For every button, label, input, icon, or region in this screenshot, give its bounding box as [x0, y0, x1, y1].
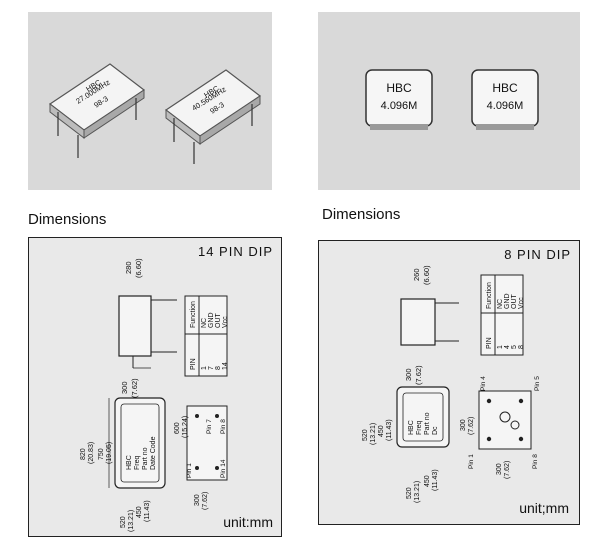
dip14-inner-length: 750 [98, 448, 105, 460]
dip8-unit: unit;mm [519, 500, 569, 516]
dip14-height-label: 280 [124, 261, 133, 274]
dip8-span: 300 [460, 419, 467, 431]
dip8-bottom-view: Pin 4 Pin 5 Pin 1 Pin 8 300 (7.62) 300 (… [460, 376, 541, 479]
dip14-pin8-label: Pin 8 [220, 419, 227, 434]
chip8-2-frequency: 4.096M [487, 100, 524, 112]
dip14-pin14-label: Pin 14 [220, 459, 227, 478]
dip14-pin-3: 8 [215, 366, 222, 370]
dip14-length: 820 [80, 448, 87, 460]
dip14-func-4: Vcc [222, 316, 229, 328]
dip14-width-mm: (13.21) [128, 510, 135, 532]
dip8-func-3: OUT [511, 294, 518, 310]
dimensions-heading-14pin: Dimensions [28, 211, 107, 228]
dip14-func-3: OUT [215, 313, 222, 329]
dip8-length: 520 [362, 429, 369, 441]
dip14-inner-length-mm: (19.05) [106, 442, 113, 464]
dip14-dimension-panel: 14 PIN DIP unit:mm 280 (6.60) 300 (7.62)… [28, 237, 282, 537]
oscillator-chip-2: HBC 40.560MHz 98-3 [164, 69, 262, 164]
dip8-func-2: GND [504, 293, 511, 309]
dip14-func-2: GND [208, 312, 215, 328]
dip8-function-table: Function PIN NC GND OUT Vcc 1 4 5 8 [480, 274, 525, 356]
dip8-pitch-label: 300 [404, 368, 413, 381]
dip14-length-mm: (20.83) [88, 442, 95, 464]
dip8-inner-length: 450 [378, 425, 385, 437]
chip8-2-brand: HBC [492, 81, 518, 95]
dip14-func-1: NC [201, 318, 208, 328]
dip8-bottom-pitch-mm: (7.62) [504, 461, 511, 479]
oscillator-photo-illustration: HBC 27.000MHz 98-3 HBC 40.560MHz 98-3 [48, 63, 262, 164]
dip8-inner-length-mm: (11.43) [386, 419, 393, 441]
dip8-marking-3: Part no [424, 412, 431, 435]
dip14-inner-width: 450 [136, 506, 143, 518]
dip8-pin5-label: Pin 5 [534, 376, 541, 391]
dip8-top-view: HBC Freq Part no Dc 520 (13.21) 450 (11.… [362, 386, 450, 503]
dip8-table-head-function: Function [486, 282, 493, 309]
dip8-height-mm: (6.60) [422, 265, 431, 285]
dip8-pin-1: 1 [497, 345, 504, 349]
dip8-pin-4: 8 [518, 345, 525, 349]
dip8-side-view: 260 (6.60) 300 (7.62) [400, 265, 459, 385]
dip14-span-mm: (15.24) [182, 416, 189, 438]
dip8-pin-3: 5 [511, 345, 518, 349]
dip14-marking-2: Freq [134, 456, 141, 471]
dip14-marking-3: Part no [142, 447, 149, 470]
dip14-pin-2: 7 [208, 366, 215, 370]
dip14-bottom-pitch-mm: (7.62) [202, 492, 209, 510]
dip8-width-mm: (13.21) [414, 481, 421, 503]
dip8-height-label: 260 [412, 268, 421, 281]
dip8-pin8-label: Pin 8 [532, 454, 539, 469]
dip8-inner-width: 450 [424, 475, 431, 487]
dip8-dimension-panel: 8 PIN DIP unit;mm 260 (6.60) 300 (7.62) … [318, 240, 580, 525]
dip14-title: 14 PIN DIP [197, 244, 273, 259]
dip8-marking-4: Dc [432, 426, 439, 435]
oscillator-8pin-chip-2: HBC 4.096M [471, 69, 539, 130]
dip8-drawing: 260 (6.60) 300 (7.62) Function PIN NC GN… [362, 265, 541, 503]
dip14-table-head-pin: PIN [190, 358, 197, 370]
dip14-pitch-label: 300 [120, 381, 129, 394]
dip8-pin-2: 4 [504, 345, 511, 349]
dip8-title: 8 PIN DIP [504, 247, 571, 262]
photo-crystal-oscillators-14pin: HBC 27.000MHz 98-3 HBC 40.560MHz 98-3 [28, 12, 272, 190]
dip8-pitch-mm: (7.62) [414, 365, 423, 385]
dip14-pin1-label: Pin 1 [186, 463, 193, 478]
dip14-marking-1: HBC [126, 455, 133, 470]
oscillator-8pin-photo-illustration: HBC 4.096M HBC 4.096M [365, 69, 539, 130]
photo-crystal-oscillators-8pin: HBC 4.096M HBC 4.096M [318, 12, 580, 190]
dip14-pin-1: 1 [201, 366, 208, 370]
dip8-width: 520 [406, 487, 413, 499]
dip8-marking-1: HBC [408, 420, 415, 435]
dip8-marking-2: Freq [416, 421, 423, 436]
dip8-span-mm: (7.62) [468, 417, 475, 435]
dip14-span: 600 [174, 422, 181, 434]
dip14-inner-width-mm: (11.43) [144, 500, 151, 522]
oscillator-chip-1: HBC 27.000MHz 98-3 [48, 63, 146, 158]
dip14-table-head-function: Function [190, 301, 197, 328]
dip14-unit: unit:mm [223, 514, 273, 530]
dip14-pitch-mm: (7.62) [130, 378, 139, 398]
dip8-func-4: Vcc [518, 297, 525, 309]
dip8-table-head-pin: PIN [486, 337, 493, 349]
dip14-bottom-view: Pin 7 Pin 8 Pin 1 Pin 14 600 (15.24) 300… [174, 405, 228, 510]
dip14-pin7-label: Pin 7 [206, 419, 213, 434]
chip8-1-brand: HBC [386, 81, 412, 95]
dip14-function-table: Function PIN NC GND OUT Vcc 1 7 8 14 [184, 295, 229, 377]
dip8-pin4-label: Pin 4 [480, 376, 487, 391]
dip14-side-view: 280 (6.60) 300 (7.62) [118, 258, 177, 398]
dip14-pin-4: 14 [222, 362, 229, 370]
dip8-pin1-label: Pin 1 [468, 454, 475, 469]
dip8-func-1: NC [497, 299, 504, 309]
dip14-drawing: 280 (6.60) 300 (7.62) Function PIN NC GN… [80, 258, 229, 532]
dip8-length-mm: (13.21) [370, 423, 377, 445]
dip14-width: 520 [120, 516, 127, 528]
dip14-marking-4: Date Code [150, 436, 157, 470]
dip14-bottom-pitch: 300 [194, 494, 201, 506]
oscillator-8pin-chip-1: HBC 4.096M [365, 69, 433, 130]
chip8-1-frequency: 4.096M [381, 100, 418, 112]
dip8-bottom-pitch: 300 [496, 463, 503, 475]
dip8-inner-width-mm: (11.43) [432, 469, 439, 491]
dip14-height-mm: (6.60) [134, 258, 143, 278]
dip14-top-view: HBC Freq Part no Date Code 750 (19.05) 8… [80, 397, 166, 532]
dimensions-heading-8pin: Dimensions [322, 206, 401, 223]
